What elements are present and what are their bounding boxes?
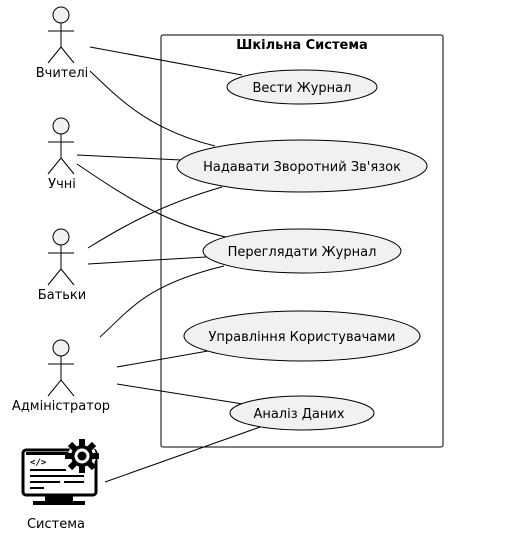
code-icon: </> xyxy=(30,458,47,468)
actor-label: Система xyxy=(27,517,85,532)
association-admin-data-analysis xyxy=(116,383,244,405)
use-case-feedback[interactable]: Надавати Зворотний Зв'язок xyxy=(176,139,428,193)
actor-label: Вчителі xyxy=(36,66,89,81)
association-students-view-journal xyxy=(76,163,231,239)
actor-parents[interactable]: Батьки xyxy=(38,228,86,303)
stick-figure-icon xyxy=(47,228,75,286)
system-boundary-title: Шкільна Система xyxy=(236,38,367,53)
associations xyxy=(76,46,264,483)
use-case-label: Аналіз Даних xyxy=(253,407,344,422)
use-case-ellipse xyxy=(226,69,378,105)
computer-gear-icon: </> xyxy=(21,439,99,505)
use-case-ellipse xyxy=(183,310,421,362)
use-case-ellipse xyxy=(176,139,428,193)
association-teachers-feedback xyxy=(89,70,216,147)
association-admin-view-journal xyxy=(99,265,225,338)
actor-system[interactable]: </> xyxy=(21,439,99,532)
association-teachers-keep-journal xyxy=(89,46,243,76)
association-parents-view-journal xyxy=(87,256,207,265)
use-case-label: Переглядати Журнал xyxy=(228,245,377,260)
stick-figure-icon xyxy=(47,117,75,175)
stick-figure-icon xyxy=(47,339,75,397)
use-case-data-analysis[interactable]: Аналіз Даних xyxy=(229,395,375,431)
actor-admin[interactable]: Адміністратор xyxy=(12,339,110,414)
actor-label: Учні xyxy=(48,177,76,192)
association-students-feedback xyxy=(76,154,182,161)
use-case-label: Управління Користувачами xyxy=(208,330,395,345)
system-boundary xyxy=(160,34,444,448)
association-parents-feedback xyxy=(87,186,223,249)
actor-students[interactable]: Учні xyxy=(47,117,76,192)
actor-label: Адміністратор xyxy=(12,399,110,414)
use-case-keep-journal[interactable]: Вести Журнал xyxy=(226,69,378,105)
use-case-ellipse xyxy=(229,395,375,431)
association-system-data-analysis xyxy=(104,425,264,483)
use-case-label: Вести Журнал xyxy=(253,81,352,96)
use-case-manage-users[interactable]: Управління Користувачами xyxy=(183,310,421,362)
stick-figure-icon xyxy=(47,6,75,64)
use-case-ellipse xyxy=(202,228,402,274)
use-case-view-journal[interactable]: Переглядати Журнал xyxy=(202,228,402,274)
association-admin-manage-users xyxy=(116,350,209,368)
use-case-label: Надавати Зворотний Зв'язок xyxy=(203,160,401,175)
actor-teachers[interactable]: Вчителі xyxy=(36,6,89,81)
actor-label: Батьки xyxy=(38,288,86,303)
